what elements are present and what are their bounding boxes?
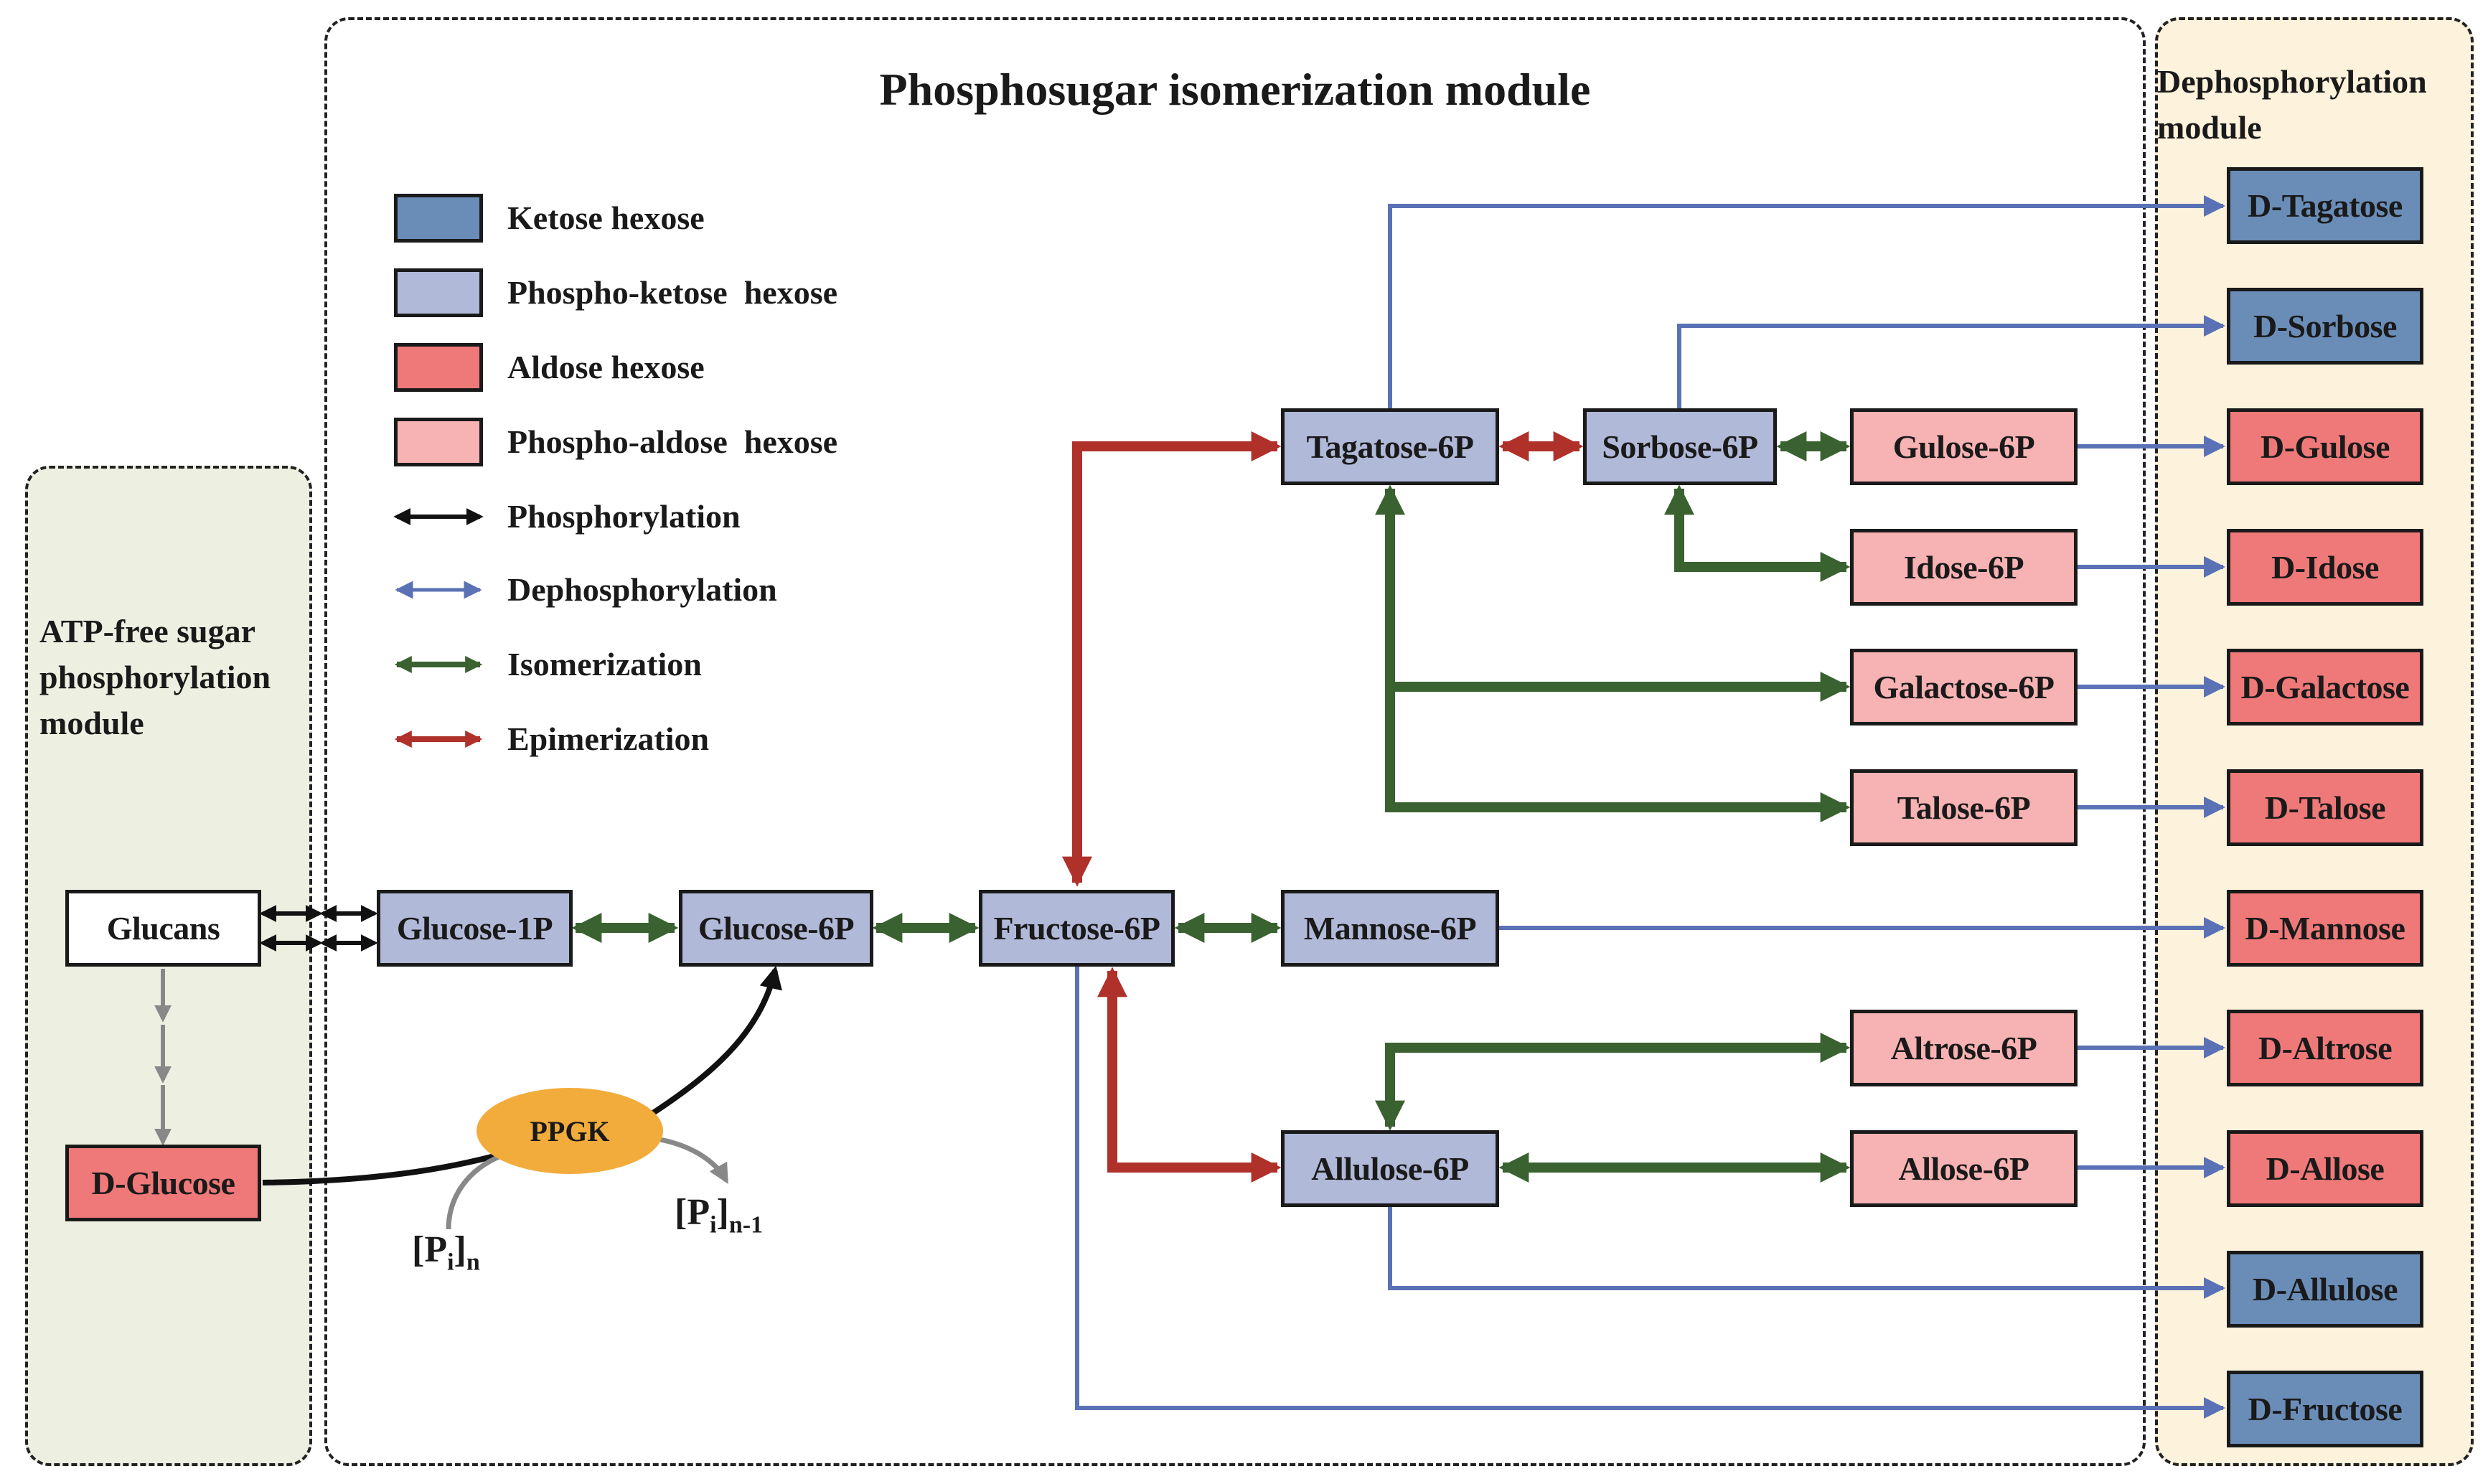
node-d-allose[interactable]: D-Allose [2227, 1130, 2423, 1207]
pi-in-curve [446, 1152, 504, 1230]
pi-bracket: ] [716, 1192, 729, 1233]
legend-label-aldose: Aldose hexose [507, 349, 705, 385]
legend-label-isomerization: Isomerization [507, 646, 702, 682]
node-d-altrose[interactable]: D-Altrose [2227, 1010, 2423, 1086]
pi-n-1-label: [Pi]n-1 [675, 1191, 763, 1239]
node-d-glucose[interactable]: D-Glucose [65, 1145, 261, 1221]
node-d-idose[interactable]: D-Idose [2227, 529, 2423, 606]
legend-label-epimerization: Epimerization [507, 720, 710, 757]
dephosphorylation-module [2155, 17, 2474, 1466]
left-module-label-line: module [39, 705, 144, 741]
node-gulose-6p[interactable]: Gulose-6P [1850, 408, 2078, 485]
epimerization-arrow [1062, 431, 1282, 887]
legend-swatch-phospho-ketose [394, 268, 483, 317]
node-altrose-6p[interactable]: Altrose-6P [1850, 1010, 2078, 1086]
legend-swatch-ketose [394, 194, 483, 243]
pi-subscript-n-1: n-1 [728, 1211, 764, 1239]
node-glucose-1p[interactable]: Glucose-1P [377, 890, 573, 967]
dephosphorylation-arrow [1388, 1206, 2225, 1299]
enzyme-ppgk[interactable]: PPGK [477, 1088, 663, 1174]
node-d-fructose[interactable]: D-Fructose [2227, 1371, 2423, 1447]
node-glucose-6p[interactable]: Glucose-6P [679, 890, 873, 967]
node-mannose-6p[interactable]: Mannose-6P [1281, 890, 1499, 967]
pi-subscript-i: i [710, 1211, 717, 1239]
pi-n-label: [Pi]n [412, 1229, 480, 1276]
dephosphorylation-arrow [1388, 195, 2225, 408]
legend-swatch-phospho-aldose [394, 418, 483, 466]
dephosphorylation-arrow [1677, 315, 2225, 408]
node-idose-6p[interactable]: Idose-6P [1850, 529, 2078, 606]
pi-base: [P [412, 1229, 448, 1270]
epimerization-arrow [1097, 967, 1282, 1183]
node-fructose-6p[interactable]: Fructose-6P [979, 890, 1175, 967]
node-allulose-6p[interactable]: Allulose-6P [1281, 1130, 1499, 1207]
left-module-label: ATP-free sugar phosphorylation module [39, 609, 271, 746]
pi-base: [P [675, 1192, 710, 1233]
pi-subscript-i: i [447, 1249, 454, 1276]
legend-label-phospho-aldose: Phospho-aldose hexose [507, 423, 838, 460]
left-module-label-line: ATP-free sugar [39, 613, 256, 649]
node-d-galactose[interactable]: D-Galactose [2227, 649, 2423, 725]
right-module-label-line: module [2157, 109, 2262, 146]
isomerization-arrow [1375, 484, 1846, 812]
node-tagatose-6p[interactable]: Tagatose-6P [1281, 408, 1499, 485]
left-module-label-line: phosphorylation [39, 659, 271, 695]
ppgk-substrate-curve [262, 1151, 504, 1185]
right-module-label: Dephosphorylation module [2157, 59, 2427, 151]
pi-out-curve [659, 1137, 729, 1184]
node-d-mannose[interactable]: D-Mannose [2227, 890, 2423, 967]
node-d-gulose[interactable]: D-Gulose [2227, 408, 2423, 485]
ppgk-product-curve [641, 965, 782, 1122]
node-sorbose-6p[interactable]: Sorbose-6P [1583, 408, 1777, 485]
dephosphorylation-arrow [1075, 967, 2225, 1419]
node-glucans[interactable]: Glucans [65, 890, 261, 967]
node-d-sorbose[interactable]: D-Sorbose [2227, 288, 2423, 365]
node-d-tagatose[interactable]: D-Tagatose [2227, 167, 2423, 244]
legend-swatch-aldose [394, 343, 483, 392]
node-galactose-6p[interactable]: Galactose-6P [1850, 649, 2078, 725]
node-d-talose[interactable]: D-Talose [2227, 769, 2423, 846]
legend-label-dephosphorylation: Dephosphorylation [507, 571, 777, 608]
diagram-title: Phosphosugar isomerization module [879, 64, 1591, 115]
legend-label-phosphorylation: Phosphorylation [507, 498, 741, 535]
node-talose-6p[interactable]: Talose-6P [1850, 769, 2078, 846]
node-allose-6p[interactable]: Allose-6P [1850, 1130, 2078, 1207]
pi-bracket: ] [454, 1229, 466, 1270]
legend-label-ketose: Ketose hexose [507, 199, 705, 236]
right-module-label-line: Dephosphorylation [2157, 63, 2427, 100]
isomerization-arrow [1664, 484, 1851, 582]
pi-subscript-n: n [466, 1249, 480, 1276]
node-d-allulose[interactable]: D-Allulose [2227, 1251, 2423, 1328]
isomerization-arrow [1375, 1033, 1851, 1131]
legend-label-phospho-ketose: Phospho-ketose hexose [507, 274, 838, 311]
